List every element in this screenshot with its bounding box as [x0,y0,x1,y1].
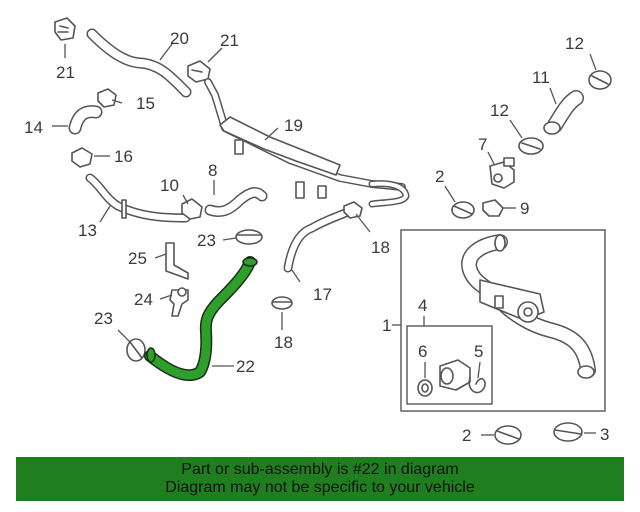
part-18-clamp-lower[interactable] [271,296,293,310]
callout-2-lower: 2 [462,426,471,445]
callout-15: 15 [136,94,155,113]
part-5-spring-clip[interactable] [468,377,486,394]
part-11-hose[interactable] [543,90,584,135]
callout-3: 3 [600,425,609,444]
part-22-hose-highlighted[interactable] [144,256,258,382]
callout-14: 14 [24,118,43,137]
callout-21-right: 21 [220,31,239,50]
part-12-clamp-middle[interactable] [518,137,544,155]
part-4-fitting[interactable] [439,359,471,391]
callout-20: 20 [170,29,189,48]
callout-12-middle: 12 [490,101,509,120]
part-24-clip[interactable] [169,287,189,317]
callout-18-upper: 18 [371,238,390,257]
part-2-clamp-upper[interactable] [451,201,475,219]
part-3-clamp[interactable] [553,422,583,442]
callout-19: 19 [284,116,303,135]
callout-23-upper: 23 [197,231,216,250]
part-13-pipe[interactable] [85,173,191,223]
callout-24: 24 [134,290,153,309]
callout-1: 1 [382,316,391,335]
part-23-clamp-lower[interactable] [126,338,146,362]
callout-12-top: 12 [565,34,584,53]
callout-13: 13 [78,221,97,240]
callout-2-upper: 2 [435,167,444,186]
part-1-assembly-box [400,229,606,412]
part-8-hose[interactable] [204,187,268,218]
part-6-o-ring[interactable] [417,379,433,397]
callout-8: 8 [208,161,217,180]
parts-diagram: 21 20 21 15 14 16 13 10 8 19 23 25 24 23… [24,17,612,445]
part-7-connector[interactable] [489,157,515,189]
callout-23-lower: 23 [94,309,113,328]
callout-labels: 21 20 21 15 14 16 13 10 8 19 23 25 24 23… [24,29,609,445]
part-10-clamp[interactable] [181,198,203,220]
callout-16: 16 [114,147,133,166]
callout-11: 11 [532,68,550,87]
part-14-hose[interactable] [68,105,103,135]
callout-22: 22 [236,357,255,376]
part-18-clamp-upper[interactable] [343,201,363,219]
part-17-hose[interactable] [283,207,353,273]
callout-21-left: 21 [56,63,75,82]
callout-17: 17 [313,285,332,304]
part-21-clamp-left[interactable] [54,17,76,41]
part-12-clamp-top[interactable] [588,70,612,90]
banner-line-1: Part or sub-assembly is #22 in diagram [181,461,459,478]
callout-4: 4 [418,296,427,315]
callout-10: 10 [160,176,179,195]
callout-7: 7 [478,135,487,154]
part-19-pipe-assembly[interactable] [204,78,410,208]
part-23-clamp-upper[interactable] [235,229,263,245]
callout-6: 6 [418,342,427,361]
part-4-kit-box [406,325,493,405]
callout-9: 9 [520,199,529,218]
leader-lines [52,43,597,436]
part-16-clamp[interactable] [71,147,93,168]
info-banner: Part or sub-assembly is #22 in diagram D… [16,457,624,501]
callout-5: 5 [474,342,483,361]
banner-line-2: Diagram may not be specific to your vehi… [165,479,475,496]
callout-25: 25 [128,249,147,268]
part-15-clamp[interactable] [97,88,117,108]
part-25-bracket[interactable] [165,242,189,280]
part-2-clamp-lower[interactable] [494,425,522,445]
callout-18-lower: 18 [274,333,293,352]
part-9-clip[interactable] [482,199,504,217]
part-20-hose[interactable] [86,28,192,98]
